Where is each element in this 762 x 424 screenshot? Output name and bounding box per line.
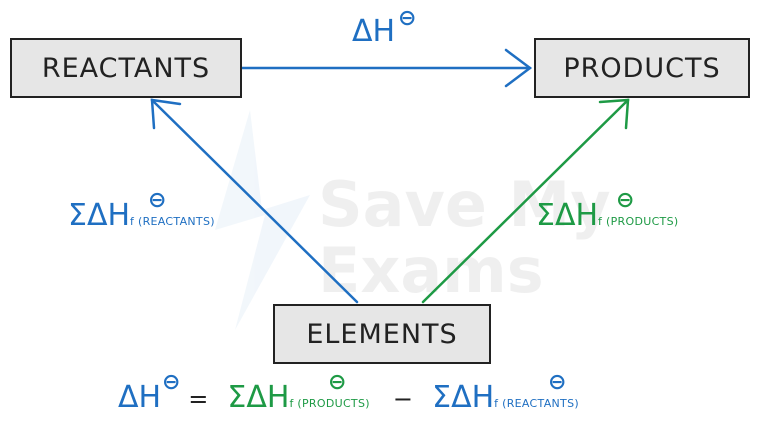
svg-text:Save My: Save My	[318, 168, 611, 241]
reactants-label: REACTANTS	[41, 52, 211, 84]
equation-minus: −	[392, 385, 414, 413]
standard-state-symbol: ⊖	[616, 188, 635, 213]
reactants-box: REACTANTS	[10, 38, 242, 98]
standard-state-symbol: ⊖	[148, 188, 167, 213]
hess-law-equation: ΔH ⊖ = ΣΔHf (PRODUCTS) ⊖ − ΣΔHf (REACTAN…	[118, 372, 579, 416]
subscript-products: f (PRODUCTS)	[598, 215, 679, 228]
arrow-elements-to-products	[421, 98, 630, 304]
arrow-elements-to-reactants	[150, 98, 359, 304]
subscript-reactants: f (REACTANTS)	[130, 215, 215, 228]
standard-state-symbol: ⊖	[328, 370, 347, 395]
sum-delta-h-reactants-label: ΣΔHf (REACTANTS) ⊖	[68, 190, 215, 234]
sum-delta-h-text: ΣΔH	[536, 198, 599, 233]
standard-state-symbol: ⊖	[162, 370, 181, 395]
equation-term2-subscript: f (REACTANTS)	[494, 397, 579, 410]
delta-h-text: ΔH	[352, 14, 396, 49]
equation-term1-subscript: f (PRODUCTS)	[289, 397, 370, 410]
equation-equals: =	[188, 385, 209, 413]
sum-delta-h-text: ΣΔH	[68, 198, 131, 233]
standard-state-symbol: ⊖	[548, 370, 567, 395]
equation-lhs: ΔH	[118, 380, 162, 415]
equation-term1: ΣΔH	[227, 380, 290, 415]
elements-box: ELEMENTS	[273, 304, 491, 364]
sum-delta-h-products-label: ΣΔHf (PRODUCTS) ⊖	[536, 190, 679, 234]
top-delta-h-label: ΔH ⊖	[352, 8, 416, 50]
standard-state-symbol: ⊖	[398, 6, 417, 31]
elements-label: ELEMENTS	[306, 318, 458, 350]
products-box: PRODUCTS	[534, 38, 750, 98]
products-label: PRODUCTS	[563, 52, 721, 84]
equation-term2: ΣΔH	[432, 380, 495, 415]
arrow-reactants-to-products	[240, 48, 533, 88]
